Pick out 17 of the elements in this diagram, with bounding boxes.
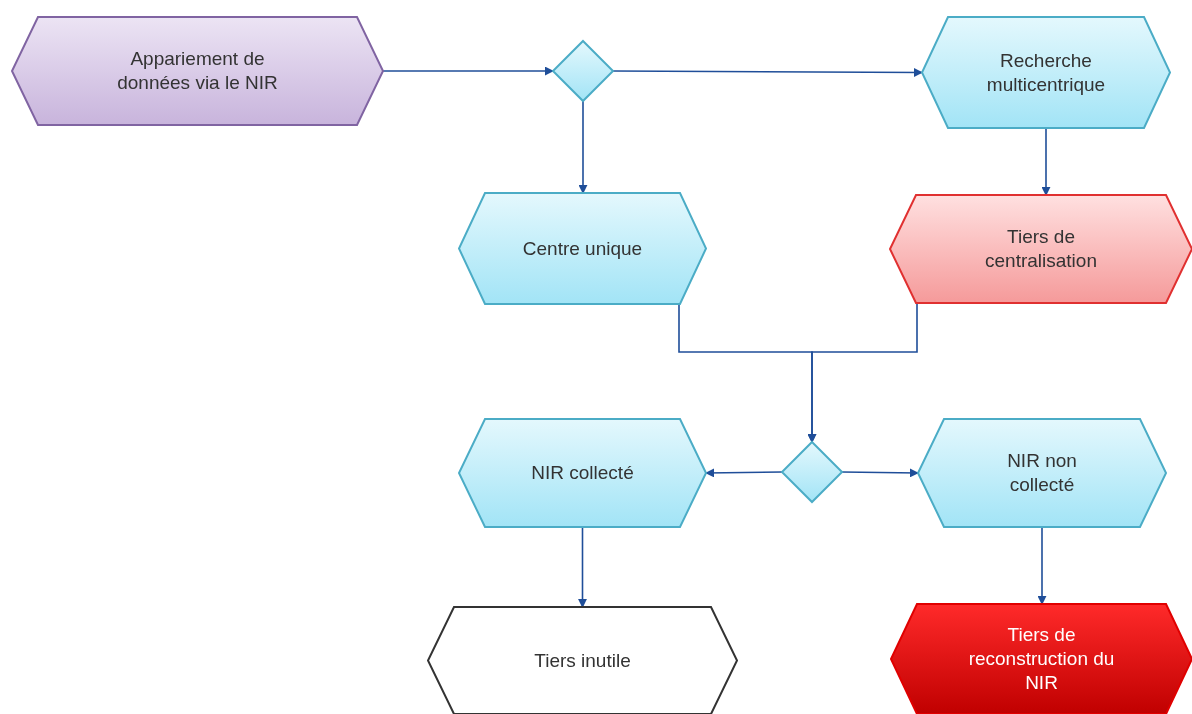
arrow xyxy=(841,468,919,478)
arrow xyxy=(578,526,587,608)
arrow xyxy=(382,66,554,76)
arrow xyxy=(1037,526,1047,605)
node-label: Tiers de centralisation xyxy=(984,225,1098,273)
node-label: Appariement de données via le NIR xyxy=(116,47,279,95)
node-label: Tiers inutile xyxy=(534,648,631,673)
arrow xyxy=(807,302,918,443)
node-label: NIR collecté xyxy=(531,461,634,485)
node-label: Tiers de reconstruction du NIR xyxy=(967,623,1116,695)
arrow xyxy=(578,100,588,194)
node-label: Centre unique xyxy=(522,236,643,261)
arrow xyxy=(705,468,783,478)
node-label: Recherche multicentrique xyxy=(985,48,1107,97)
arrow xyxy=(1041,127,1051,196)
arrow xyxy=(612,67,923,77)
node-label: NIR non collecté xyxy=(1006,449,1078,497)
